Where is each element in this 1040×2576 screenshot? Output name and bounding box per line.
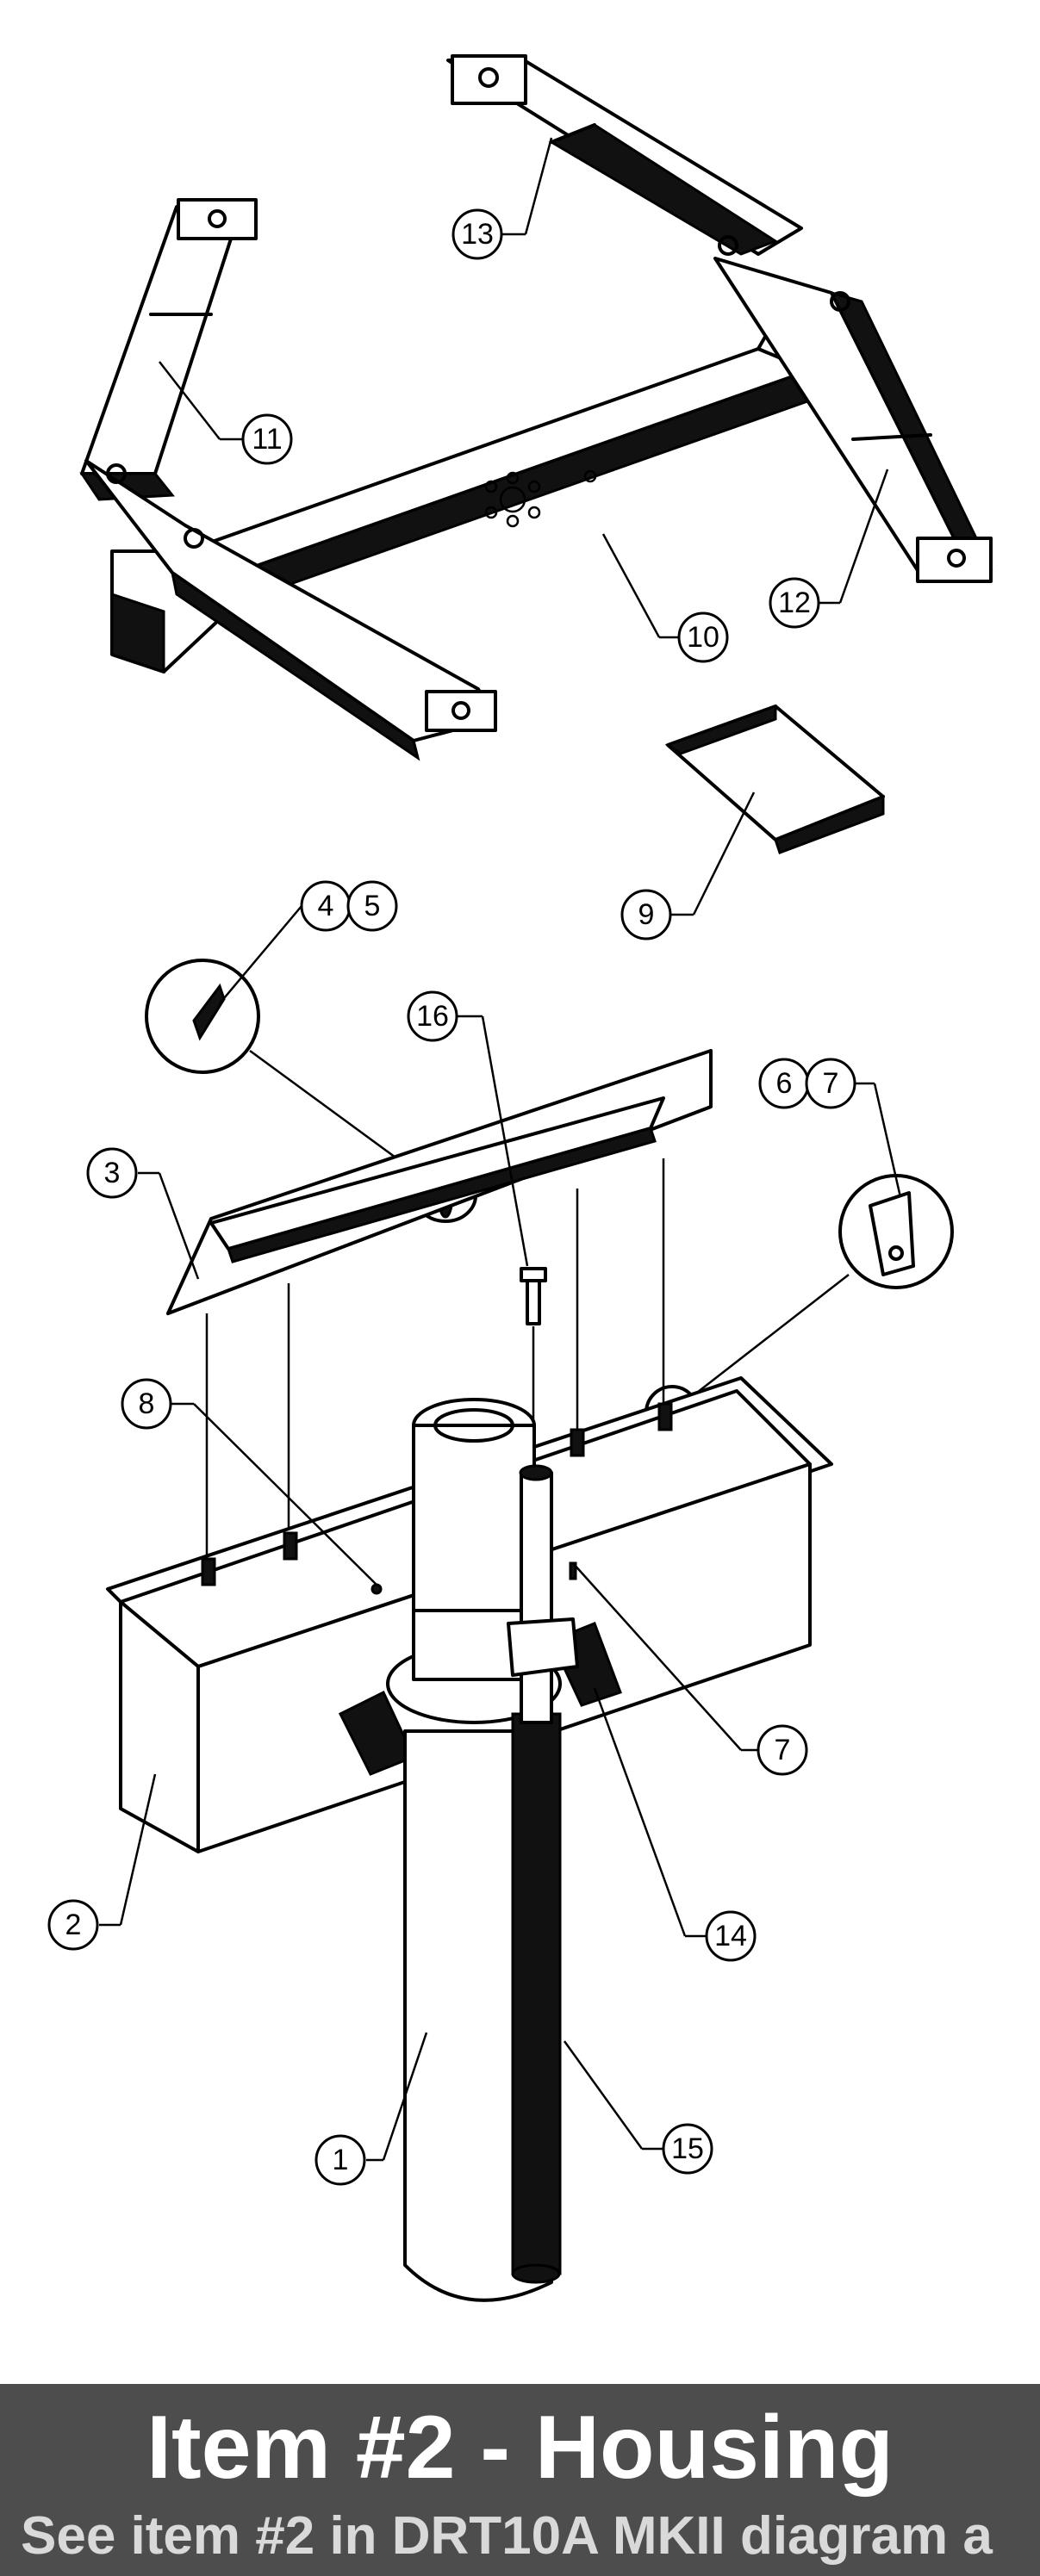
mount-bracket-icon — [916, 537, 993, 583]
svg-text:14: 14 — [714, 1920, 747, 1952]
svg-text:12: 12 — [778, 587, 811, 619]
hose-item-15 — [511, 1712, 562, 2284]
callout-10: 10 — [601, 533, 729, 663]
svg-text:7: 7 — [823, 1067, 839, 1100]
mount-bracket-icon — [451, 54, 527, 105]
callout-8: 8 — [121, 1378, 377, 1586]
mount-bracket-icon — [177, 198, 258, 240]
callout-9: 9 — [620, 791, 756, 940]
svg-text:13: 13 — [461, 218, 494, 251]
center-bolt-pattern — [484, 469, 597, 528]
callout-11: 11 — [159, 361, 293, 465]
svg-text:15: 15 — [671, 2132, 704, 2165]
callout-7-housing: 7 — [572, 1562, 808, 1776]
svg-text:10: 10 — [687, 621, 719, 654]
svg-text:11: 11 — [252, 423, 282, 456]
svg-text:6: 6 — [776, 1067, 793, 1100]
callout-1: 1 — [314, 2032, 428, 2186]
footer-subtitle: See item #2 in DRT10A MKII diagram a — [21, 2506, 993, 2566]
arm-right-lower-item-12 — [713, 257, 993, 583]
callout-7-detail: 7 — [805, 1058, 902, 1198]
callout-13: 13 — [451, 137, 553, 260]
bolt-item-16 — [520, 1267, 547, 1430]
callout-2: 2 — [47, 1773, 157, 1951]
callout-5: 5 — [346, 880, 398, 932]
callout-16: 16 — [407, 990, 529, 1267]
mount-bracket-icon — [425, 690, 497, 732]
tray-item-9 — [664, 704, 885, 854]
svg-text:7: 7 — [775, 1734, 791, 1766]
svg-text:4: 4 — [318, 890, 334, 922]
svg-text:1: 1 — [333, 2144, 349, 2176]
callout-3: 3 — [86, 1147, 200, 1280]
callout-4: 4 — [219, 880, 352, 1004]
svg-text:8: 8 — [139, 1387, 155, 1420]
connector-item-14 — [507, 1464, 579, 1724]
svg-text:5: 5 — [364, 890, 381, 922]
footer-banner: Item #2 - Housing See item #2 in DRT10A … — [0, 2384, 1040, 2576]
svg-text:9: 9 — [638, 898, 655, 931]
callout-15: 15 — [563, 2040, 713, 2175]
callout-14: 14 — [593, 1687, 757, 1962]
arm-right-item-13 — [446, 54, 803, 256]
arm-left-item-11 — [79, 198, 497, 761]
exploded-assembly-diagram: 1 2 3 4 5 6 7 7 8 9 10 — [47, 54, 993, 2302]
callout-12: 12 — [769, 469, 889, 629]
svg-text:3: 3 — [104, 1157, 121, 1189]
svg-text:16: 16 — [416, 1000, 449, 1033]
svg-text:2: 2 — [65, 1909, 82, 1941]
callout-6: 6 — [758, 1058, 810, 1109]
footer-title: Item #2 - Housing — [146, 2398, 894, 2498]
